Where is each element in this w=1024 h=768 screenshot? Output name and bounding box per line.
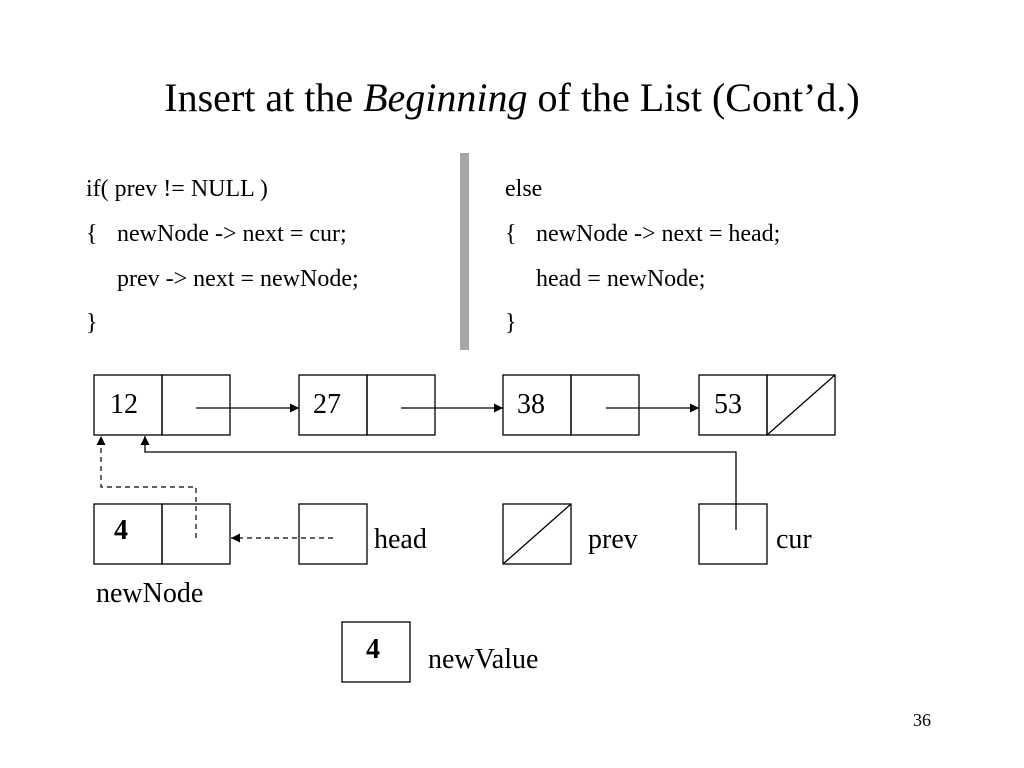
title-emphasis: Beginning (363, 75, 528, 120)
node-value-27: 27 (313, 389, 341, 420)
node-value-12: 12 (110, 389, 138, 420)
code-left-line-2: newNode -> next = cur; (117, 221, 347, 247)
cur-label: cur (776, 524, 812, 555)
list-node-53 (698, 374, 836, 436)
cur-pointer-arrow (140, 436, 737, 530)
code-right-line-2: newNode -> next = head; (536, 221, 781, 247)
new-value-box (341, 621, 411, 683)
code-right-line-1: else (505, 176, 543, 202)
list-node-27 (298, 374, 436, 436)
prev-pointer-box (502, 503, 572, 565)
code-left-brace-open: { (86, 221, 98, 247)
title-prefix: Insert at the (164, 75, 364, 120)
null-slash (766, 374, 836, 436)
list-node-38 (502, 374, 640, 436)
page-number: 36 (913, 710, 931, 730)
node-value-38: 38 (517, 389, 545, 420)
code-left-brace-close: } (86, 310, 98, 336)
new-node-box (93, 503, 231, 565)
cur-pointer-box (698, 503, 768, 565)
code-left-line-3: prev -> next = newNode; (117, 266, 359, 292)
code-divider (460, 153, 469, 350)
prev-label: prev (588, 524, 638, 555)
new-value-label: newValue (428, 644, 539, 675)
head-label: head (374, 524, 427, 555)
code-left-line-1: if( prev != NULL ) (86, 176, 268, 202)
slide-title: Insert at the Beginning of the List (Con… (0, 70, 1024, 126)
head-pointer-box (298, 503, 368, 565)
list-node-12 (93, 374, 231, 436)
code-right-line-3: head = newNode; (536, 266, 706, 292)
node-value-53: 53 (714, 389, 742, 420)
new-node-label: newNode (96, 578, 204, 609)
newnode-next-dashed-arrow (96, 436, 197, 538)
new-node-value: 4 (114, 515, 128, 546)
code-right-brace-close: } (505, 310, 517, 336)
new-value-number: 4 (366, 634, 380, 665)
code-right-brace-open: { (505, 221, 517, 247)
title-suffix: of the List (Cont’d.) (527, 75, 860, 120)
